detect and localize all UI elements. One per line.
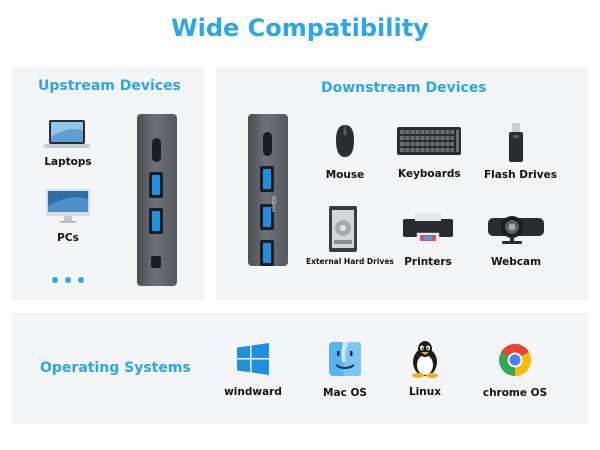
usb-a-port: [149, 172, 163, 198]
hard-drive-icon: [329, 206, 357, 252]
usb-a-port: [260, 166, 274, 192]
linux-tux-icon: [412, 341, 438, 378]
imac-icon: [46, 189, 90, 223]
downstream-title: Downstream Devices: [321, 80, 487, 96]
upstream-title: Upstream Devices: [38, 78, 181, 94]
flash-drive-icon: [509, 123, 523, 162]
printer-icon: [403, 213, 453, 243]
keyboard-icon: [397, 127, 461, 155]
external-hard-drives-label: External Hard Drives: [306, 257, 394, 266]
windows-logo-icon: [237, 343, 269, 375]
chrome-os-label: chrome OS: [482, 387, 548, 399]
linux-label: Linux: [408, 386, 441, 398]
windward-label: windward: [224, 386, 282, 398]
speed-label: 5Gbps: [270, 196, 276, 213]
micro-usb-port: [151, 256, 161, 268]
laptops-label: Laptops: [44, 156, 92, 168]
pcs-label: PCs: [57, 232, 79, 244]
chrome-logo-icon: [499, 343, 532, 377]
os-title: Operating Systems: [40, 360, 191, 376]
laptop-icon: [44, 120, 90, 148]
usb-a-port: [260, 240, 274, 266]
mac-os-label: Mac OS: [323, 387, 367, 399]
mac-finder-icon: [329, 342, 361, 376]
hub-upstream-view: [137, 114, 177, 286]
usb-c-port: [152, 138, 161, 162]
webcam-icon: [488, 216, 544, 244]
more-dots-icon: [52, 268, 92, 283]
mouse-icon: [336, 125, 354, 157]
webcam-label: Webcam: [490, 256, 542, 268]
mouse-label: Mouse: [325, 169, 365, 181]
os-panel: [12, 313, 588, 424]
printers-label: Printers: [404, 256, 452, 268]
hub-downstream-view: 5Gbps: [248, 114, 288, 266]
page-title: Wide Compatibility: [171, 14, 429, 42]
usb-a-port: [149, 208, 163, 234]
usb-c-port: [263, 132, 272, 156]
keyboards-label: Keyboards: [398, 168, 461, 180]
usb-a-port: [260, 204, 274, 230]
flash-drives-label: Flash Drives: [484, 169, 557, 181]
